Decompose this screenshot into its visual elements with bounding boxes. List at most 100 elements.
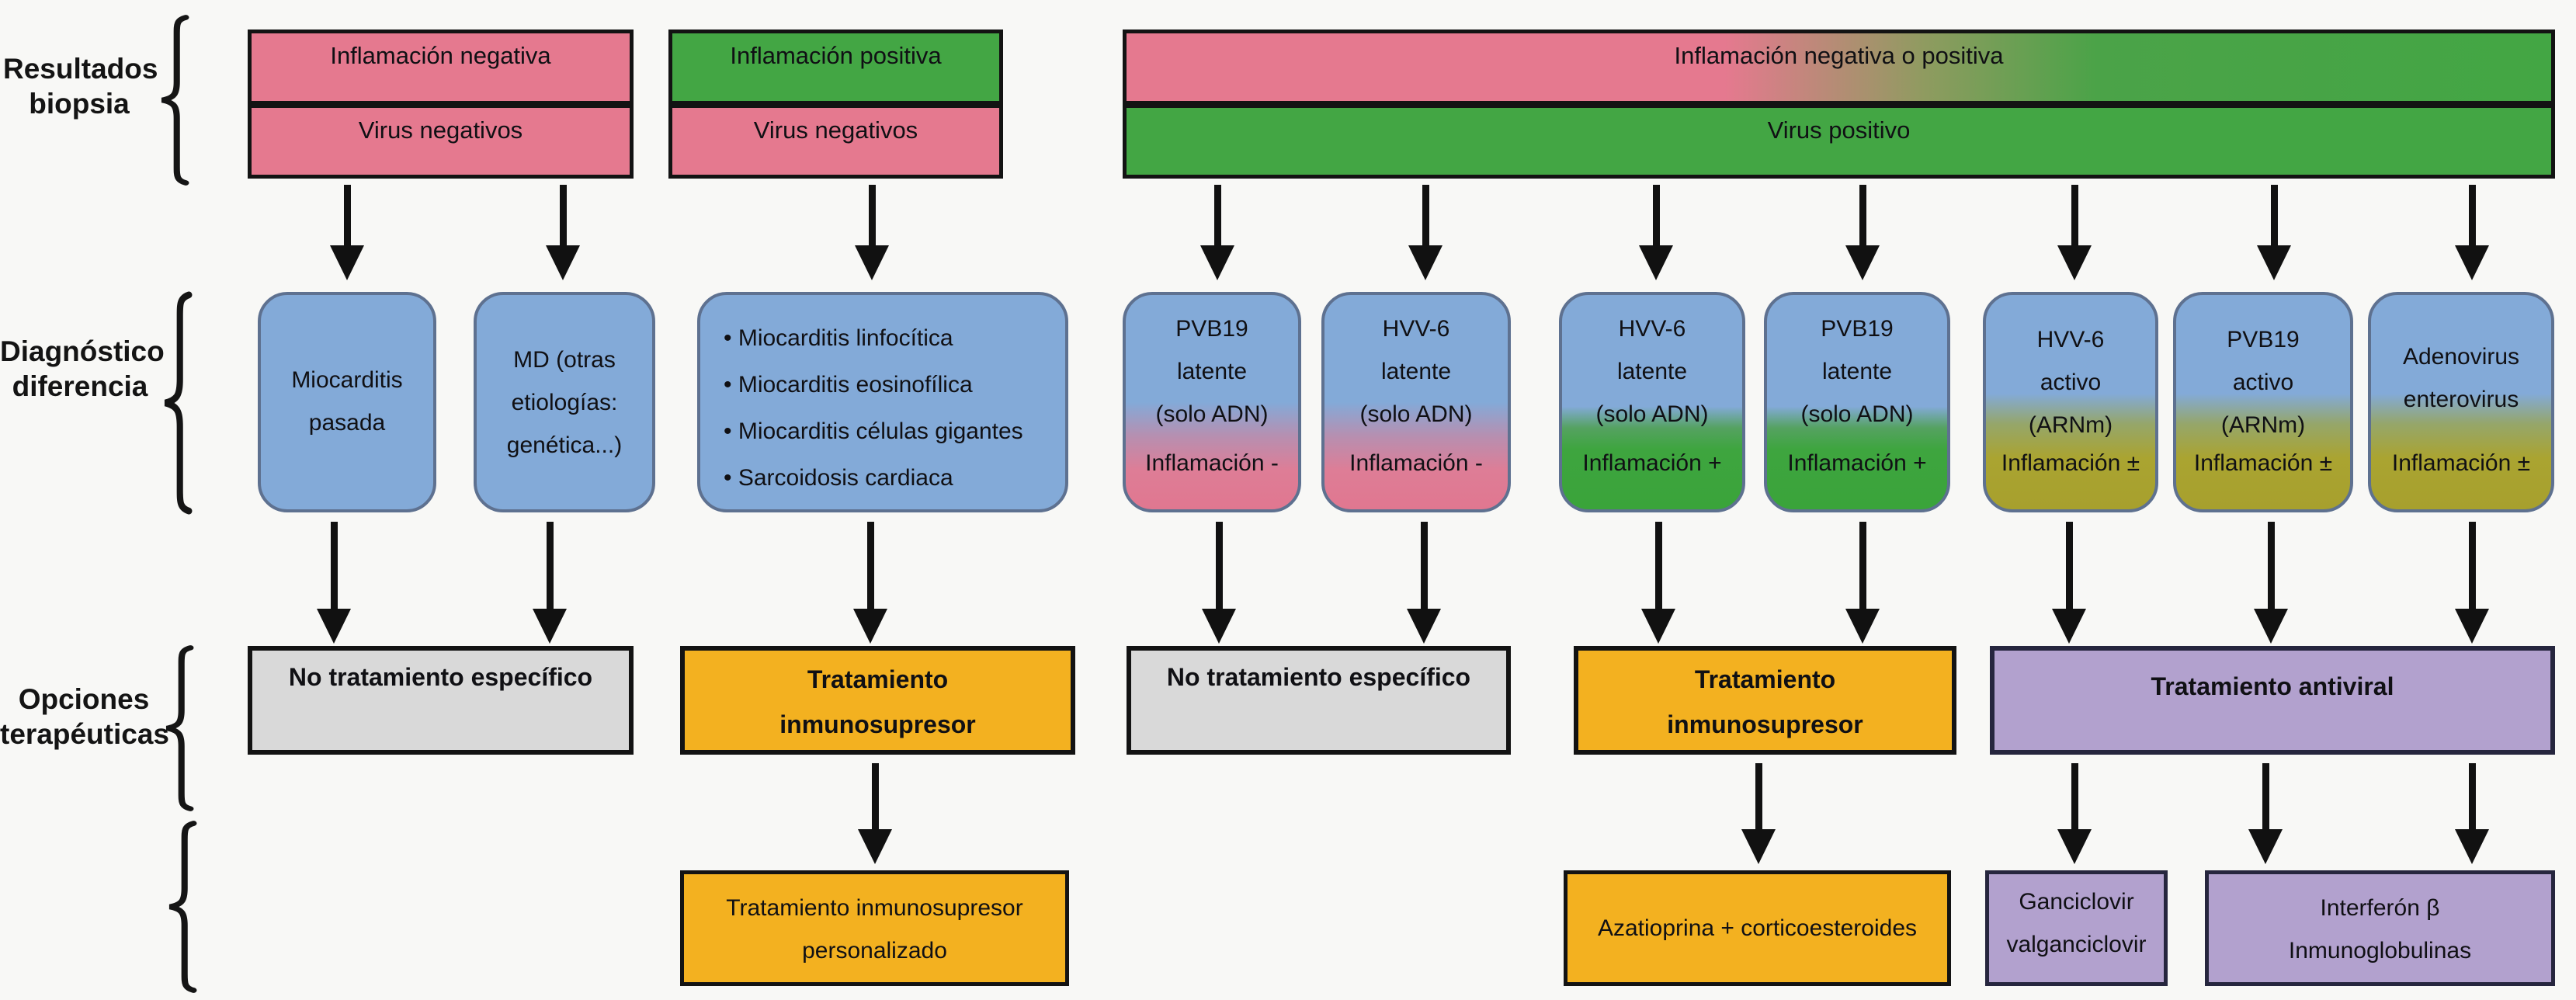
therapeutic-options-label: Opciones terapéuticas xyxy=(0,682,169,752)
detail-box-azathioprine-corticosteroids: Azatioprina + corticoesteroides xyxy=(1564,870,1951,986)
text-line: Tratamiento inmunosupresor xyxy=(726,895,1023,921)
detail-box-personalized-immunosuppressive: Tratamiento inmunosupresor personalizado xyxy=(680,870,1069,986)
diagnosis-box-hvv6-latent-negative: HVV-6 latente (solo ADN) Inflamación - xyxy=(1321,292,1511,512)
inflammation-status: Inflamación - xyxy=(1349,450,1483,476)
text-line: latente xyxy=(1616,359,1688,384)
treatment-box-no-specific-1: No tratamiento específico xyxy=(248,646,634,755)
down-arrow xyxy=(1641,522,1675,644)
text-line: activo xyxy=(2232,370,2294,395)
cell-virus-negative-1: Virus negativos xyxy=(252,107,630,175)
text-line: HVV-6 xyxy=(1382,316,1450,342)
down-arrow xyxy=(1845,522,1880,644)
text-line: Tratamiento xyxy=(1694,665,1836,693)
text-line: pasada xyxy=(308,410,386,436)
cell-virus-negative-2: Virus negativos xyxy=(672,107,999,175)
myocarditis-types-list: Miocarditis linfocítica Miocarditis eosi… xyxy=(700,295,1065,502)
down-arrow xyxy=(2052,522,2086,644)
down-arrow xyxy=(2057,763,2092,864)
list-item: Miocarditis eosinofílica xyxy=(724,362,1065,408)
down-arrow xyxy=(1200,185,1234,280)
brace-detail-group xyxy=(168,821,197,993)
diagnosis-box-hvv6-latent-positive: HVV-6 latente (solo ADN) Inflamación + xyxy=(1559,292,1745,512)
text-line: PVB19 xyxy=(2227,327,2300,352)
text-line: genética...) xyxy=(506,432,623,458)
text-line: valganciclovir xyxy=(2006,932,2147,957)
text-line: (solo ADN) xyxy=(1359,401,1473,427)
biopsy-box-inflammation-positive: Inflamación positiva Virus negativos xyxy=(668,30,1003,179)
down-arrow xyxy=(2455,763,2489,864)
cell-inflammation-neg-or-pos: Inflamación negativa o positiva xyxy=(1127,33,2551,101)
diagnosis-box-pvb19-latent-negative: PVB19 latente (solo ADN) Inflamación - xyxy=(1123,292,1301,512)
down-arrow xyxy=(855,185,889,280)
therapeutic-options-label-line2: terapéuticas xyxy=(0,718,169,750)
text-line: latente xyxy=(1380,359,1452,384)
diagnosis-box-md-other: MD (otras etiologías: genética...) xyxy=(474,292,655,512)
text-line: Inmunoglobulinas xyxy=(2288,938,2472,964)
brace-biopsy-group xyxy=(161,15,189,186)
inflammation-status: Inflamación ± xyxy=(2193,450,2333,476)
down-arrow xyxy=(330,185,364,280)
diagnosis-box-pvb19-latent-positive: PVB19 latente (solo ADN) Inflamación + xyxy=(1764,292,1950,512)
text-line: enterovirus xyxy=(2403,387,2519,412)
text-line: Ganciclovir xyxy=(2019,889,2134,915)
down-arrow xyxy=(317,522,351,644)
biopsy-results-label-line2: biopsia xyxy=(29,88,130,120)
brace-treatment-group xyxy=(165,645,194,811)
cell-inflammation-positive: Inflamación positiva xyxy=(672,33,999,101)
text-line: (ARNm) xyxy=(2220,412,2306,438)
detail-box-interferon-immunoglobulins: Interferón β Inmunoglobulinas xyxy=(2205,870,2555,986)
down-arrow xyxy=(2248,763,2283,864)
detail-box-ganciclovir: Ganciclovir valganciclovir xyxy=(1985,870,2168,986)
text-line: latente xyxy=(1176,359,1248,384)
inflammation-status: Inflamación ± xyxy=(2001,450,2140,476)
down-arrow xyxy=(1741,763,1776,864)
inflammation-status: Inflamación + xyxy=(1582,450,1722,476)
diagnosis-box-pvb19-active: PVB19 activo (ARNm) Inflamación ± xyxy=(2173,292,2353,512)
text-line: personalizado xyxy=(802,938,947,964)
divider xyxy=(672,100,999,108)
treatment-box-antiviral: Tratamiento antiviral xyxy=(1990,646,2555,755)
text-line: inmunosupresor xyxy=(779,710,976,738)
down-arrow xyxy=(1407,522,1441,644)
cell-virus-positive: Virus positivo xyxy=(1127,107,2551,175)
down-arrow xyxy=(2057,185,2092,280)
inflammation-status: Inflamación + xyxy=(1787,450,1927,476)
text-line: Adenovirus xyxy=(2402,344,2520,370)
treatment-box-immunosuppressive-1: Tratamiento inmunosupresor xyxy=(680,646,1075,755)
down-arrow xyxy=(533,522,567,644)
down-arrow xyxy=(858,763,892,864)
treatment-box-immunosuppressive-2: Tratamiento inmunosupresor xyxy=(1574,646,1956,755)
down-arrow xyxy=(1202,522,1236,644)
text-line: latente xyxy=(1821,359,1893,384)
text-line: HVV-6 xyxy=(1618,316,1686,342)
differential-diagnosis-label-line1: Diagnóstico xyxy=(0,335,165,367)
down-arrow xyxy=(546,185,580,280)
down-arrow xyxy=(1845,185,1880,280)
biopsy-box-virus-positive: Inflamación negativa o positiva Virus po… xyxy=(1123,30,2555,179)
text-line: MD (otras xyxy=(513,347,616,373)
divider xyxy=(1127,100,2551,108)
down-arrow xyxy=(2455,185,2489,280)
text-line: inmunosupresor xyxy=(1667,710,1863,738)
text-line: Interferón β xyxy=(2320,895,2440,921)
text-line: etiologías: xyxy=(511,390,618,415)
therapeutic-options-label-line1: Opciones xyxy=(18,683,150,715)
biopsy-results-label-line1: Resultados xyxy=(3,53,158,85)
down-arrow xyxy=(2455,522,2489,644)
brace-diagnosis-group xyxy=(164,291,193,515)
differential-diagnosis-label-line2: diferencia xyxy=(12,370,148,402)
list-item: Sarcoidosis cardiaca xyxy=(724,455,1065,502)
inflammation-status: Inflamación - xyxy=(1145,450,1279,476)
text-line: PVB19 xyxy=(1175,316,1248,342)
text-line: HVV-6 xyxy=(2036,327,2105,352)
diagnosis-box-past-myocarditis: Miocarditis pasada xyxy=(258,292,436,512)
text-line: Miocarditis xyxy=(291,367,403,393)
differential-diagnosis-label: Diagnóstico diferencia xyxy=(0,334,165,404)
biopsy-results-label: Resultados biopsia xyxy=(3,51,158,121)
text-line: (solo ADN) xyxy=(1155,401,1269,427)
biopsy-box-inflammation-negative: Inflamación negativa Virus negativos xyxy=(248,30,634,179)
list-item: Miocarditis células gigantes xyxy=(724,408,1065,455)
text-line: (solo ADN) xyxy=(1800,401,1914,427)
down-arrow xyxy=(2254,522,2288,644)
